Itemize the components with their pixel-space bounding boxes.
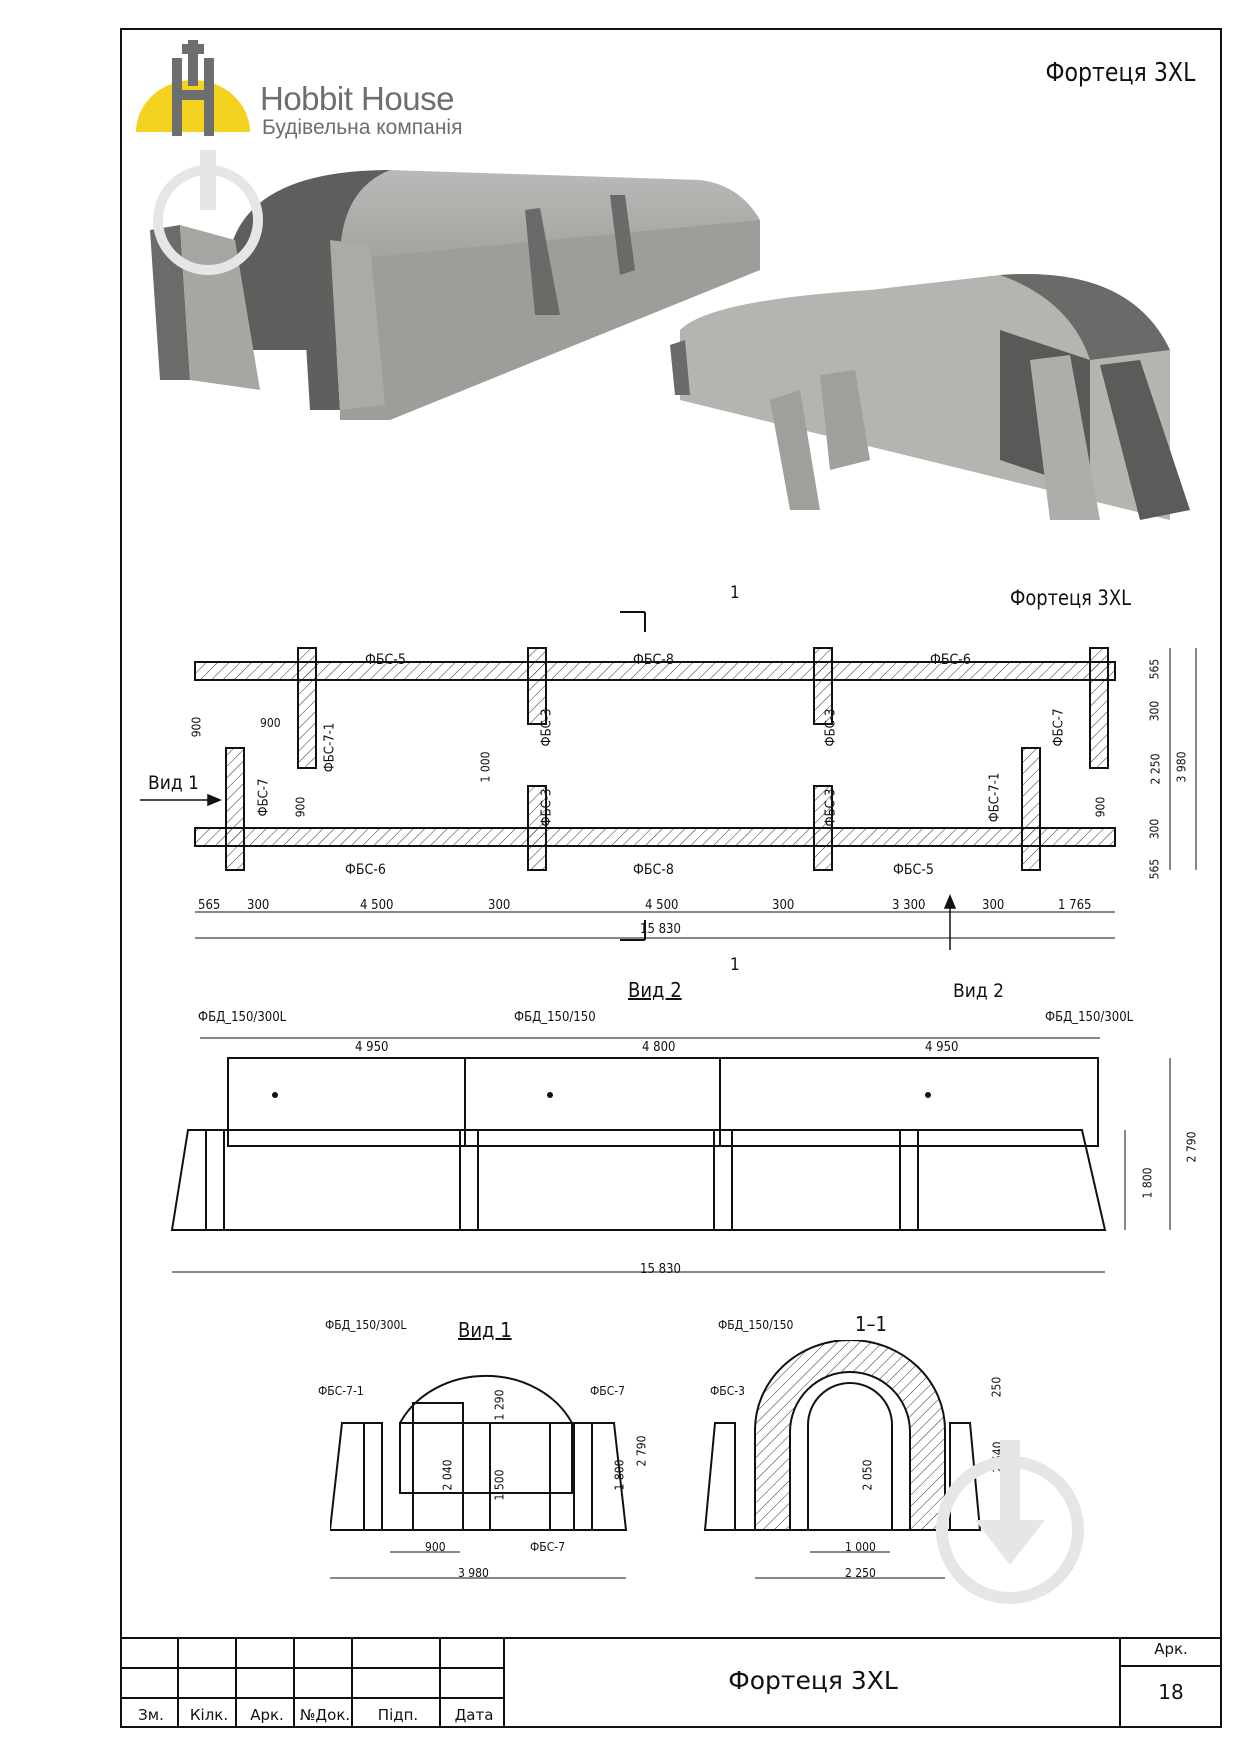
dim: 900: [1093, 796, 1108, 818]
view2-label: ФБД_150/150: [514, 1010, 596, 1025]
section-label: ФБС-3: [710, 1384, 746, 1398]
plan-block-vertical: ФБС-7: [256, 778, 272, 817]
plan-block-label: ФБС-8: [633, 862, 674, 878]
logo-subtitle: Будівельна компанія: [262, 116, 463, 139]
dim: 1 000: [478, 751, 493, 783]
plan-block-vertical: ФБС-7: [1051, 708, 1067, 747]
title-block-header: Арк.: [250, 1706, 284, 1724]
plan-block-vertical: ФБС-3: [539, 708, 555, 747]
dim: 3 980: [458, 1566, 489, 1580]
section-label: ФБД_150/150: [718, 1318, 794, 1332]
view1-label: ФБД_150/300L: [325, 1318, 407, 1332]
dim: 250: [989, 1376, 1004, 1398]
dim: 1 000: [845, 1540, 876, 1554]
view2-arrow-label: Вид 2: [953, 980, 1004, 1002]
view1-label: ФБС-7-1: [318, 1384, 364, 1398]
section-title: 1–1: [855, 1312, 887, 1336]
dim: 900: [425, 1540, 446, 1554]
view2-label: ФБД_150/300L: [1045, 1010, 1134, 1025]
plan-block-vertical: ФБС-7-1: [987, 772, 1003, 823]
dim: 900: [293, 796, 308, 818]
dim: 300: [247, 898, 270, 913]
dim: 565: [1147, 858, 1162, 880]
plan-block-vertical: ФБС-3: [823, 708, 839, 747]
drawing-frame: [120, 28, 1222, 1728]
render-caption: Фортеця 3XL: [1010, 586, 1132, 610]
page-title: Фортеця 3XL: [1045, 58, 1195, 88]
plan-block-vertical: ФБС-3: [539, 788, 555, 827]
dim-total: 15 830: [640, 1262, 681, 1277]
title-block-sheet-label: Арк.: [1154, 1640, 1188, 1658]
dim: 565: [1147, 658, 1162, 680]
dim: 2 790: [634, 1435, 649, 1467]
view2-label: ФБД_150/300L: [198, 1010, 287, 1025]
download-watermark-icon: [936, 1440, 1084, 1604]
title-block-header: Підп.: [377, 1706, 419, 1724]
dim: 900: [189, 716, 204, 738]
view2-title: Вид 2: [628, 978, 682, 1002]
dim: 4 950: [355, 1040, 389, 1055]
dim: 4 500: [360, 898, 394, 913]
plan-block-vertical: ФБС-7-1: [322, 722, 338, 773]
plan-block-label: ФБС-8: [633, 652, 674, 668]
logo-name: Hobbit House: [260, 80, 454, 117]
dim: 2 050: [860, 1459, 875, 1491]
dim: 2 250: [845, 1566, 876, 1580]
dim: 1 290: [492, 1389, 507, 1421]
dim: 1 765: [1058, 898, 1092, 913]
plan-block-vertical: ФБС-3: [823, 788, 839, 827]
view1-label: ФБС-7: [590, 1384, 626, 1398]
view1-label: ФБС-7: [530, 1540, 566, 1554]
title-block-header: Дата: [454, 1706, 494, 1724]
dim: 1 800: [1140, 1167, 1155, 1199]
plan-block-label: ФБС-6: [345, 862, 386, 878]
title-block-header: Зм.: [138, 1706, 164, 1724]
dim: 4 500: [645, 898, 679, 913]
dim: 565: [198, 898, 221, 913]
section-marker-bottom: 1: [730, 955, 740, 975]
dim: 2 250: [1148, 753, 1163, 785]
title-block-sheet-number: 18: [1158, 1680, 1184, 1704]
dim: 1 500: [492, 1469, 507, 1501]
view2-elevation: [170, 1037, 1171, 1273]
plan-block-label: ФБС-5: [365, 652, 406, 668]
foundation-plan: [140, 611, 1197, 950]
dim: 900: [260, 716, 281, 730]
dim: 4 800: [642, 1040, 676, 1055]
title-block: [120, 1637, 1222, 1728]
view1-arrow-label: Вид 1: [148, 772, 199, 794]
dim: 2 790: [1184, 1131, 1199, 1163]
dim-total: 15 830: [640, 922, 681, 937]
render-right-image: [670, 273, 1190, 520]
plan-block-label: ФБС-6: [930, 652, 971, 668]
dim-right-total: 3 980: [1174, 751, 1189, 783]
title-block-header: Кілк.: [189, 1706, 229, 1724]
dim: 3 300: [892, 898, 926, 913]
section-marker-top: 1: [730, 583, 740, 603]
title-block-drawing-title: Фортеця 3XL: [728, 1666, 898, 1695]
dim: 2 040: [440, 1459, 455, 1491]
dim: 1 800: [612, 1459, 627, 1491]
end-views: [330, 1340, 982, 1579]
dim: 300: [1147, 700, 1162, 722]
hobbit-house-logo-icon: [136, 40, 250, 136]
view1-title: Вид 1: [458, 1318, 512, 1342]
dim: 300: [772, 898, 795, 913]
render-left-image: [150, 170, 760, 420]
dim: 4 950: [925, 1040, 959, 1055]
plan-block-label: ФБС-5: [893, 862, 934, 878]
dim: 300: [982, 898, 1005, 913]
watermark-icon: [153, 150, 263, 275]
title-block-header: №Док.: [299, 1706, 351, 1724]
dim: 300: [488, 898, 511, 913]
dim: 300: [1147, 818, 1162, 840]
